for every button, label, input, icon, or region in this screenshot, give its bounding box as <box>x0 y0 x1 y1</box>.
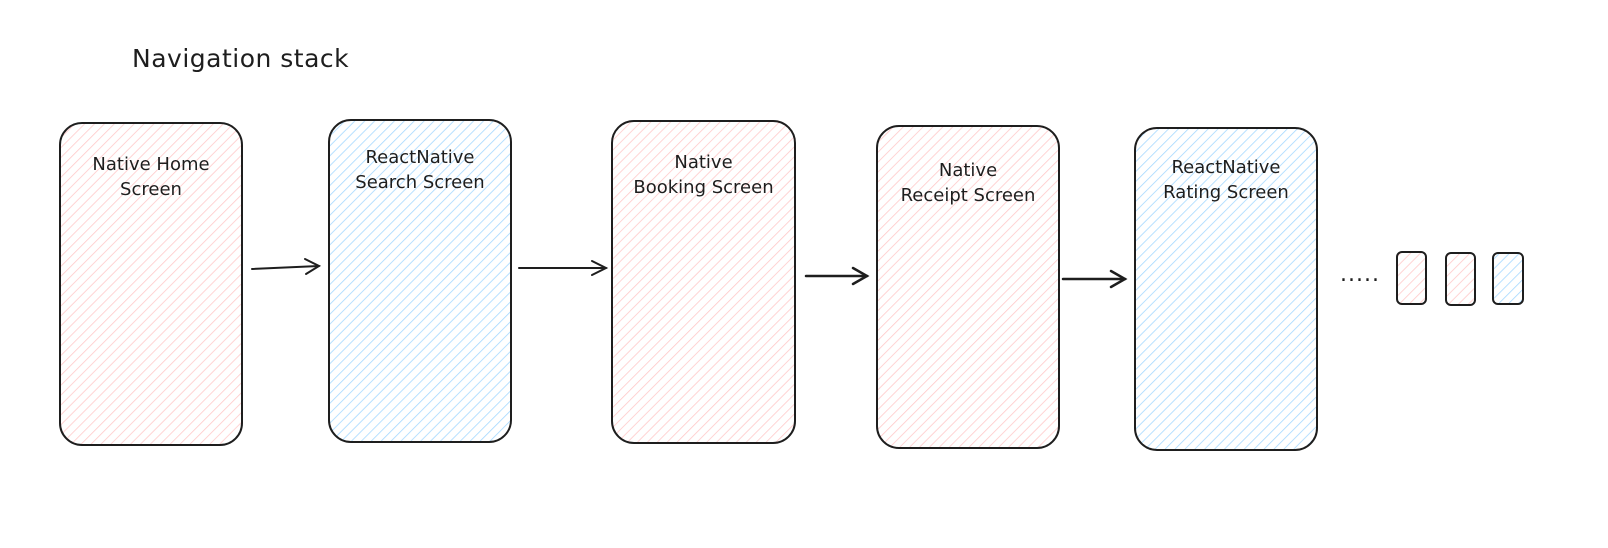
screen-label-reactnative-rating: ReactNative Rating Screen <box>1163 157 1289 203</box>
screen-label-native-home: Native Home Screen <box>92 154 210 200</box>
screen-label-native-receipt: Native Receipt Screen <box>900 160 1036 206</box>
arrow-2 <box>518 260 609 276</box>
arrow-1 <box>251 258 322 275</box>
arrow-4 <box>1061 269 1128 289</box>
arrow-3 <box>804 266 870 286</box>
ellipsis-text: ..... <box>1340 262 1380 287</box>
screen-label-native-booking: Native Booking Screen <box>633 152 774 198</box>
screen-card-native-home <box>59 122 243 446</box>
mini-card-reactnative <box>1492 252 1524 305</box>
screen-card-reactnative-rating <box>1134 127 1318 451</box>
screen-card-native-booking <box>611 120 796 444</box>
mini-card-native-2 <box>1445 252 1476 306</box>
screen-card-native-receipt <box>876 125 1060 449</box>
screen-card-reactnative-search <box>328 119 512 443</box>
mini-card-native-1 <box>1396 251 1427 305</box>
screen-label-reactnative-search: ReactNative Search Screen <box>355 147 485 193</box>
diagram-title: Navigation stack <box>132 44 350 73</box>
